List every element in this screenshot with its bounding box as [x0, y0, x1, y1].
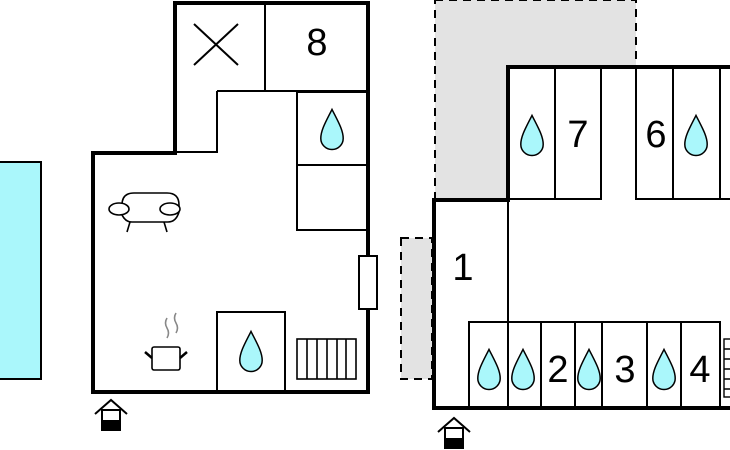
cooking-pot-icon [144, 312, 188, 371]
water-drop-icon [576, 348, 602, 391]
pool-area [0, 161, 42, 380]
water-drop-icon [651, 348, 677, 391]
sofa-icon [108, 192, 181, 233]
room-label-2: 2 [547, 349, 568, 391]
water-drop-icon [510, 348, 536, 391]
stairs-icon [723, 338, 730, 398]
water-drop-icon [239, 330, 264, 373]
room-label-8: 8 [306, 22, 327, 64]
water-drop-icon [683, 114, 709, 157]
outdoor-area [400, 237, 433, 380]
water-drop-icon [476, 348, 502, 391]
x-mark-icon [193, 23, 239, 66]
outdoor-area [434, 0, 637, 201]
water-drop-icon [319, 108, 345, 151]
right-unit: 7 6 1 2 3 4 [400, 0, 730, 449]
room-label-3: 3 [614, 349, 635, 391]
water-drop-icon [519, 114, 545, 157]
room-label-4: 4 [689, 349, 710, 391]
room-label-6: 6 [645, 114, 666, 156]
window-icon [358, 255, 378, 310]
stairs-icon [296, 338, 357, 380]
room-label-7: 7 [567, 114, 588, 156]
entrance-icon [437, 417, 471, 449]
left-unit: 8 [91, 1, 378, 431]
entrance-icon [94, 399, 128, 431]
room-label-1: 1 [452, 247, 473, 289]
